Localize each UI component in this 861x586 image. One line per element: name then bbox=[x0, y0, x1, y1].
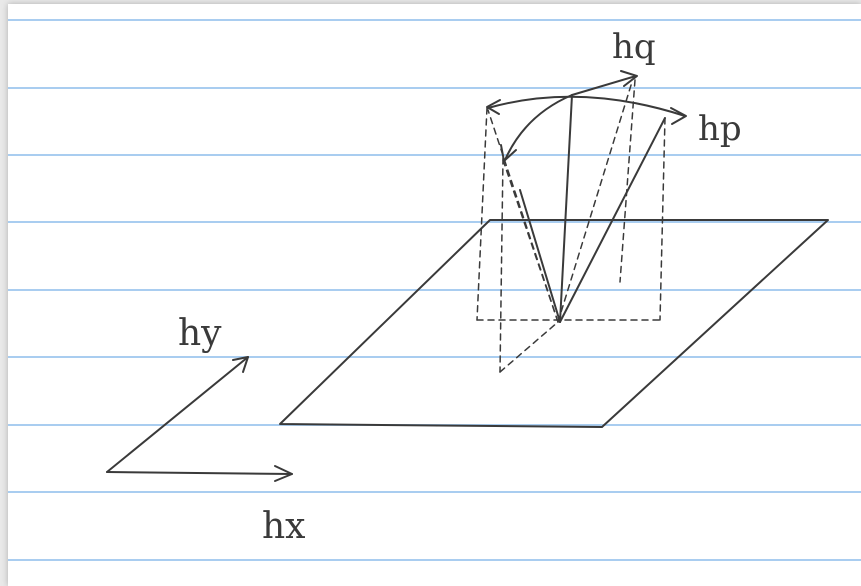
arrowhead-left bbox=[486, 99, 501, 115]
surface-plane bbox=[279, 219, 829, 428]
label-hy: hy bbox=[178, 313, 222, 354]
label-hp: hp bbox=[698, 109, 742, 149]
hy-arrowhead bbox=[232, 356, 249, 373]
arrowhead-hq bbox=[620, 70, 638, 87]
label-hq: hq bbox=[612, 27, 656, 67]
hq-arc bbox=[571, 75, 637, 96]
hy-axis bbox=[106, 356, 249, 473]
notebook-paper bbox=[8, 4, 861, 586]
hx-arrowhead bbox=[274, 465, 293, 482]
solid-vectors bbox=[519, 94, 666, 323]
arrowhead-hp bbox=[670, 107, 687, 125]
dashed-projection-lines bbox=[476, 79, 666, 373]
ruled-lines bbox=[8, 19, 861, 561]
label-hx: hx bbox=[262, 506, 306, 547]
hx-axis bbox=[106, 471, 293, 475]
left-arc bbox=[504, 94, 573, 161]
top-arc bbox=[487, 95, 686, 117]
arrowhead-down bbox=[500, 144, 517, 162]
